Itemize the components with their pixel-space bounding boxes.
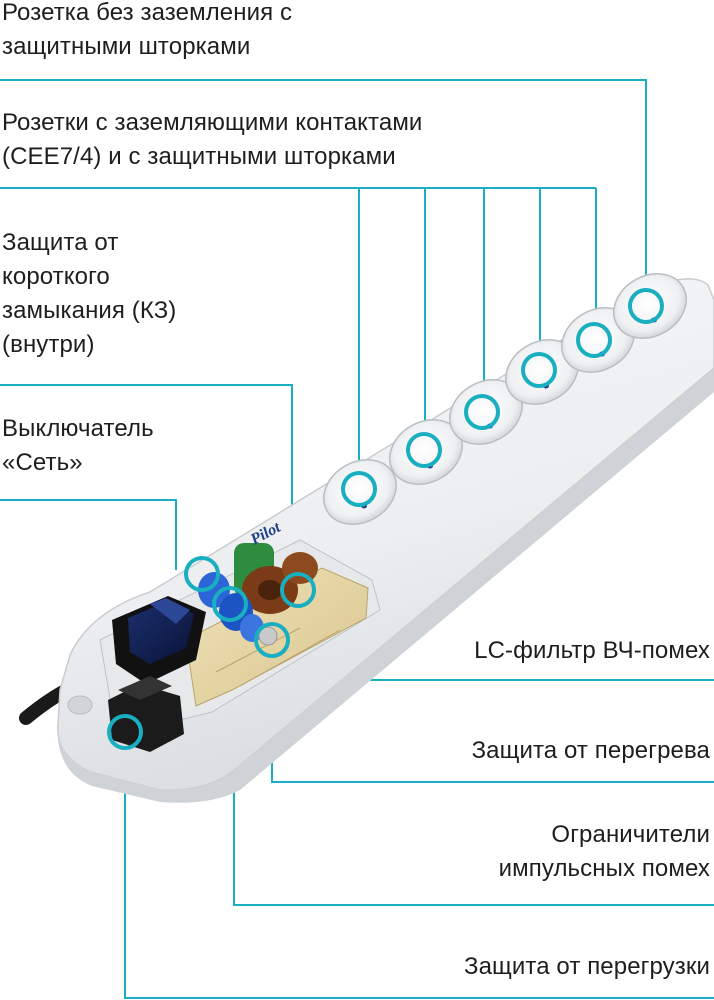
label-line: Ограничители	[551, 821, 710, 848]
power-switch	[112, 596, 206, 684]
marker-socket-grounded	[341, 471, 377, 507]
callout-markers	[107, 288, 664, 750]
label-surge-suppressors: Ограничители импульсных помех	[499, 818, 710, 886]
callout-line-switch	[0, 499, 177, 570]
label-line: Защита от перегрузки	[464, 953, 710, 980]
label-line: (внутри)	[2, 331, 95, 358]
socket-row	[323, 273, 687, 525]
marker-overheat	[254, 622, 290, 658]
label-line: замыкания (КЗ)	[2, 297, 177, 324]
label-line: короткого	[2, 263, 110, 290]
label-line: Выключатель	[2, 415, 154, 442]
label-lc-filter: LC-фильтр ВЧ-помех	[474, 634, 710, 668]
label-line: Розетки с заземляющими контактами	[2, 109, 423, 136]
socket-grounded	[323, 459, 397, 525]
label-short-circuit-protection: Защита от короткого замыкания (КЗ) (внут…	[2, 226, 176, 362]
label-line: защитными шторками	[2, 33, 251, 60]
callout-line-overload	[124, 732, 714, 999]
marker-socket-no-ground	[628, 288, 664, 324]
marker-socket-grounded	[406, 432, 442, 468]
marker-socket-grounded	[576, 322, 612, 358]
label-line: импульсных помех	[498, 855, 710, 882]
marker-socket-grounded	[464, 394, 500, 430]
overload-breaker	[108, 676, 184, 752]
marker-socket-grounded	[521, 352, 557, 388]
label-line: LC-фильтр ВЧ-помех	[474, 637, 710, 664]
label-line: Защита от перегрева	[471, 737, 710, 764]
lc-filter-coils	[234, 543, 318, 614]
marker-surge	[212, 586, 248, 622]
label-line: Защита от	[2, 229, 119, 256]
marker-overload	[107, 714, 143, 750]
callout-line-socket-no-ground	[0, 79, 647, 300]
marker-short-circuit	[184, 556, 220, 592]
label-line: (CEE7/4) и с защитными шторками	[2, 143, 396, 170]
label-socket-no-ground: Розетка без заземления с защитными шторк…	[2, 0, 292, 64]
label-line: «Сеть»	[2, 449, 83, 476]
label-grounded-sockets: Розетки с заземляющими контактами (CEE7/…	[2, 106, 422, 174]
socket-grounded	[505, 339, 579, 405]
label-overheat-protection: Защита от перегрева	[472, 734, 710, 768]
marker-lc-filter	[280, 572, 316, 608]
label-line: Розетка без заземления с	[2, 0, 293, 26]
label-overload-protection: Защита от перегрузки	[464, 950, 710, 984]
label-power-switch: Выключатель «Сеть»	[2, 412, 154, 480]
